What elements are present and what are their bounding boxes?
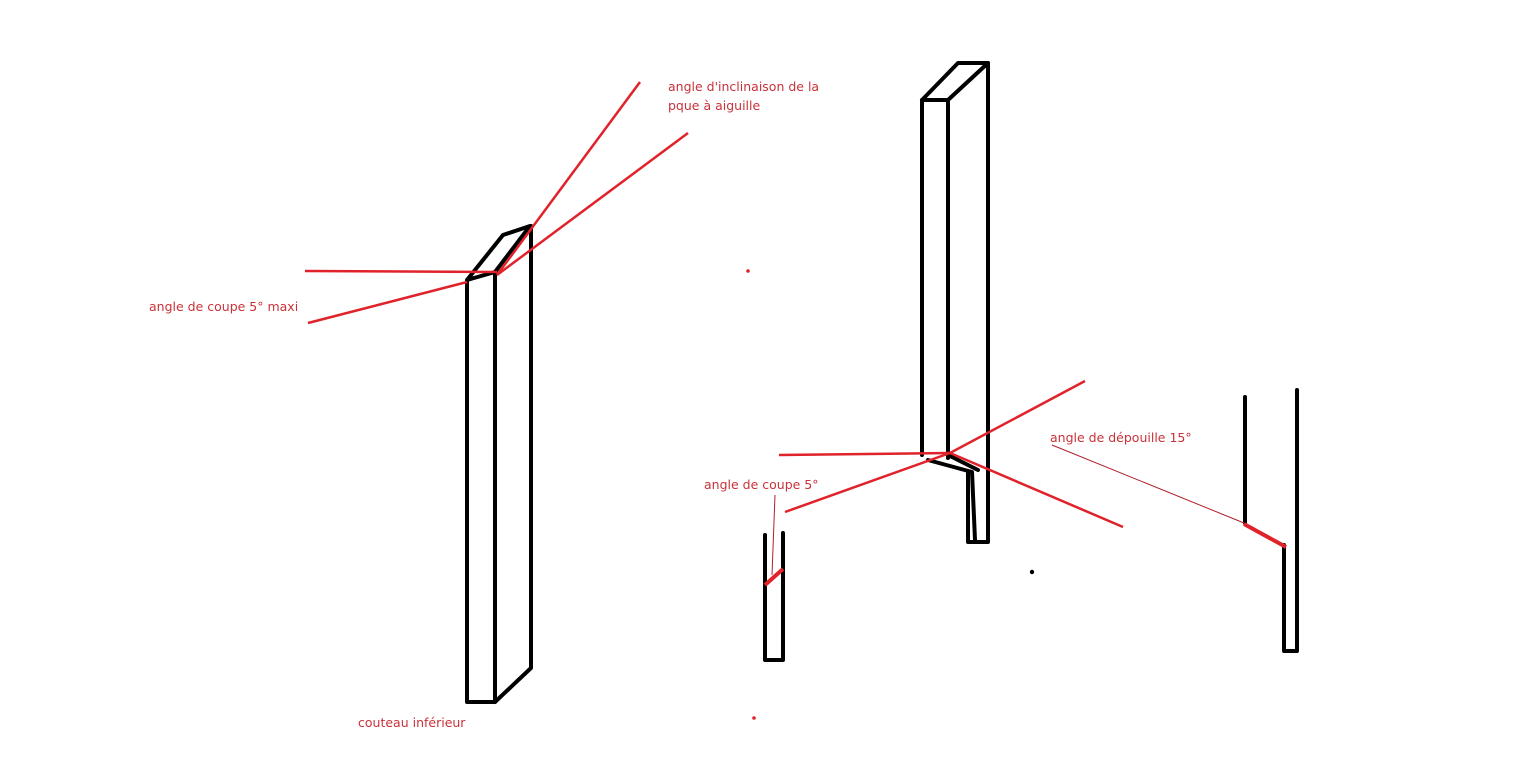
label-couteau-inferieur: couteau inférieur [358,715,466,730]
lower-knife-angles [304,81,689,325]
upper-knife-angles [778,379,1124,529]
stray-dot [1029,569,1035,575]
label-inclinaison-line2: pque à aiguille [668,98,761,113]
stray-dot [746,269,750,273]
label-inclinaison-line1: angle d'inclinaison de la [668,79,820,94]
small-section-left [763,494,785,662]
label-coupe: angle de coupe 5° [704,477,819,492]
small-section-right [1051,388,1299,653]
lower-knife-bar [465,224,533,704]
label-coupe-maxi: angle de coupe 5° maxi [149,299,299,314]
upper-knife-bar [920,61,990,544]
label-depouille: angle de dépouille 15° [1050,430,1192,445]
stray-dot [752,716,756,720]
label-inclinaison: angle d'inclinaison de la pque à aiguill… [668,77,819,115]
